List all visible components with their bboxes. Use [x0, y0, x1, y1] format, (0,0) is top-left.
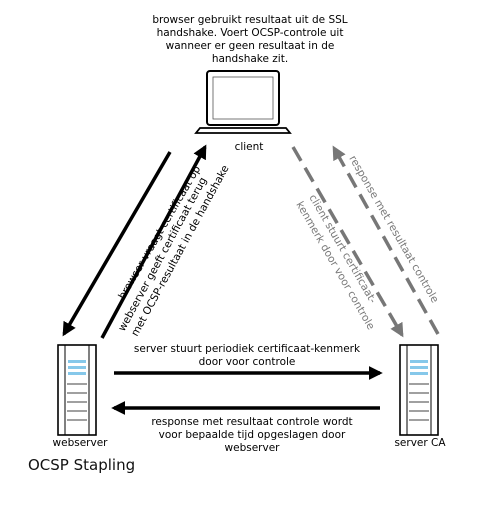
server-ca-label: server CA	[394, 437, 446, 449]
webserver-label: webserver	[53, 437, 109, 449]
client-note-line: handshake zit.	[212, 53, 288, 65]
client-to-ca-arrow	[291, 146, 404, 338]
diagram-caption: OCSP Stapling	[28, 456, 136, 474]
ca-response-label: response met resultaat controle wordt	[151, 416, 352, 428]
client-note-line: wanneer er geen resultaat in de	[166, 40, 335, 52]
server-to-ca-label: door voor controle	[199, 356, 296, 368]
ca-response-label: voor bepaalde tijd opgeslagen door	[159, 429, 346, 441]
client-note-line: browser gebruikt resultaat uit de SSL	[152, 14, 347, 26]
client-note-line: handshake. Voert OCSP-controle uit	[157, 27, 344, 39]
ca-to-client-arrow	[332, 145, 440, 335]
webserver-return-arrow	[100, 144, 207, 339]
ca-response-label: webserver	[225, 442, 281, 454]
browser-request-arrow	[62, 151, 172, 337]
client-label: client	[235, 141, 264, 153]
server-to-ca-label: server stuurt periodiek certificaat-kenm…	[134, 343, 361, 355]
webserver-return-label: webserver geeft certificaat terug	[116, 175, 209, 333]
webserver-icon	[57, 344, 97, 436]
ca-server-icon	[399, 344, 439, 436]
laptop-icon	[194, 70, 292, 134]
client-note: browser gebruikt resultaat uit de SSL ha…	[152, 14, 347, 65]
